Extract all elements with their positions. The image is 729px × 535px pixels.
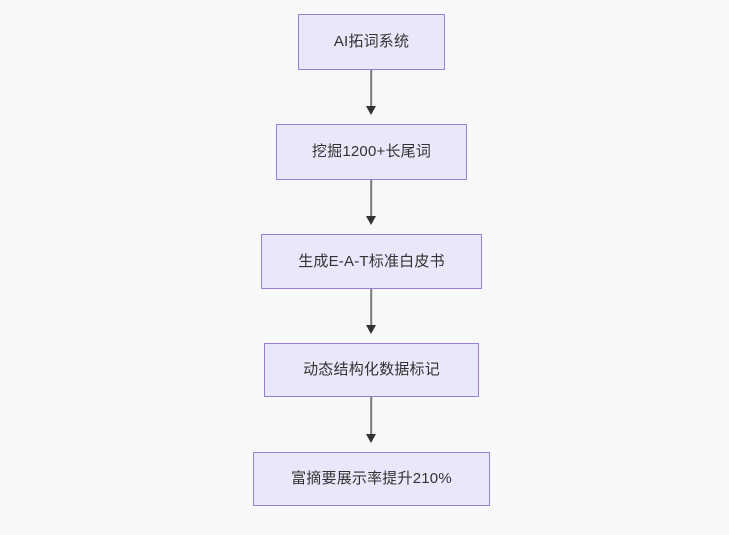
edge-line [370,289,372,326]
edge-line [370,70,372,107]
flowchart-node-n3[interactable]: 生成E-A-T标准白皮书 [261,234,482,289]
flowchart-node-n4[interactable]: 动态结构化数据标记 [264,343,479,397]
flowchart-node-label: 动态结构化数据标记 [303,361,440,378]
flowchart-node-n5[interactable]: 富摘要展示率提升210% [253,452,490,506]
edge-line [370,397,372,435]
arrowhead-down-icon [366,325,376,334]
arrowhead-down-icon [366,216,376,225]
flowchart-node-n1[interactable]: AI拓词系统 [298,14,445,70]
arrowhead-down-icon [366,106,376,115]
arrowhead-down-icon [366,434,376,443]
flowchart-node-n2[interactable]: 挖掘1200+长尾词 [276,124,467,180]
flowchart-node-label: 富摘要展示率提升210% [291,470,452,487]
flowchart-node-label: 生成E-A-T标准白皮书 [298,252,445,270]
flowchart-node-label: 挖掘1200+长尾词 [311,143,432,160]
flowchart-node-label: AI拓词系统 [333,33,410,50]
edge-line [370,180,372,217]
